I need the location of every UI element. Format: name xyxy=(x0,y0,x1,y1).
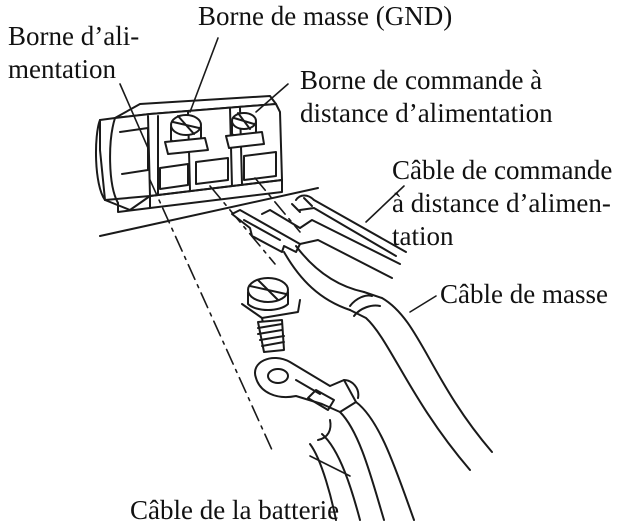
label-remote-terminal: Borne de commande à distance d’alimentat… xyxy=(300,64,553,130)
label-remote-cable-line-1: Câble de commande xyxy=(392,155,613,185)
label-power-terminal: Borne d’ali- mentation xyxy=(8,20,139,86)
label-remote-cable: Câble de commande à distance d’alimen- t… xyxy=(392,154,612,253)
label-power-terminal-line-2: mentation xyxy=(8,54,116,84)
ground-cable-drawing xyxy=(283,245,493,471)
remote-cable-drawing xyxy=(231,194,407,279)
block-screws xyxy=(164,112,265,155)
leader-lines xyxy=(119,37,437,477)
label-remote-cable-line-2: à distance d’alimen- xyxy=(392,188,611,218)
separator-line xyxy=(99,187,319,237)
label-remote-cable-line-3: tation xyxy=(392,221,454,251)
label-battery-cable-text: Câble de la batterie xyxy=(130,495,340,525)
label-battery-cable: Câble de la batterie xyxy=(130,494,339,527)
label-power-terminal-line-1: Borne d’ali- xyxy=(8,21,140,51)
battery-cable-drawing xyxy=(254,357,415,521)
label-ground-terminal-text: Borne de masse (GND) xyxy=(198,1,453,31)
label-ground-terminal: Borne de masse (GND) xyxy=(198,0,452,33)
label-ground-cable-text: Câble de masse xyxy=(440,279,608,309)
terminal-block xyxy=(95,95,283,213)
alignment-guides xyxy=(149,177,301,451)
loose-screw xyxy=(241,277,301,353)
label-ground-cable: Câble de masse xyxy=(440,278,608,311)
label-remote-terminal-line-2: distance d’alimentation xyxy=(300,98,553,128)
label-remote-terminal-line-1: Borne de commande à xyxy=(300,65,543,95)
